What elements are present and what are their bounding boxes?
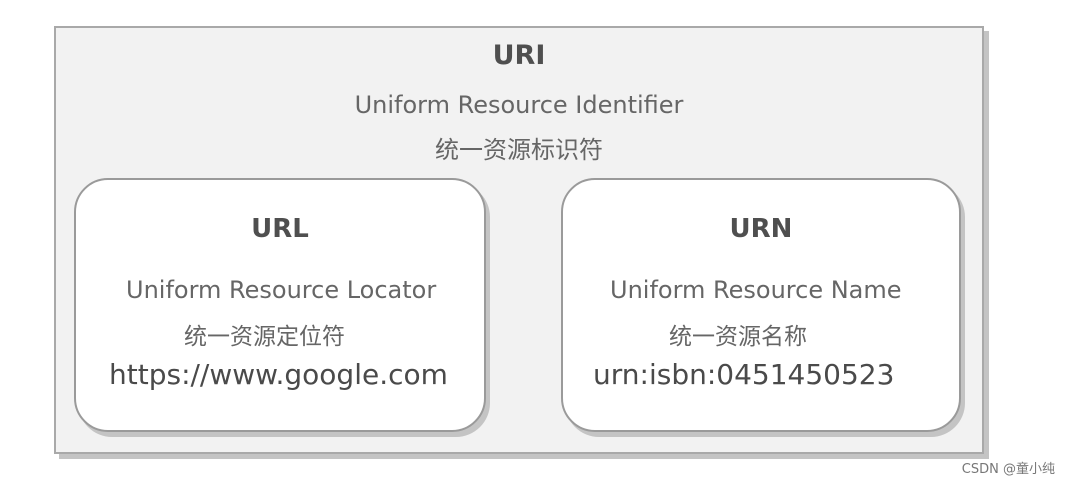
urn-english-name: Uniform Resource Name xyxy=(610,276,902,304)
uri-title: URI xyxy=(492,40,546,71)
urn-title: URN xyxy=(729,214,793,244)
uri-english-name: Uniform Resource Identifier xyxy=(354,91,684,119)
url-english-name: Uniform Resource Locator xyxy=(126,276,437,304)
url-chinese-name: 统一资源定位符 xyxy=(184,324,345,350)
watermark: CSDN @童小纯 xyxy=(961,462,1055,477)
url-box: URL Uniform Resource Locator 统一资源定位符 htt… xyxy=(74,178,486,432)
uri-chinese-name: 统一资源标识符 xyxy=(435,136,603,164)
url-title: URL xyxy=(251,214,309,244)
urn-box: URN Uniform Resource Name 统一资源名称 urn:isb… xyxy=(561,178,961,432)
url-example: https://www.google.com xyxy=(109,358,448,391)
urn-chinese-name: 统一资源名称 xyxy=(669,324,807,350)
uri-container: URI Uniform Resource Identifier 统一资源标识符 … xyxy=(54,26,984,454)
urn-example: urn:isbn:0451450523 xyxy=(593,358,895,391)
